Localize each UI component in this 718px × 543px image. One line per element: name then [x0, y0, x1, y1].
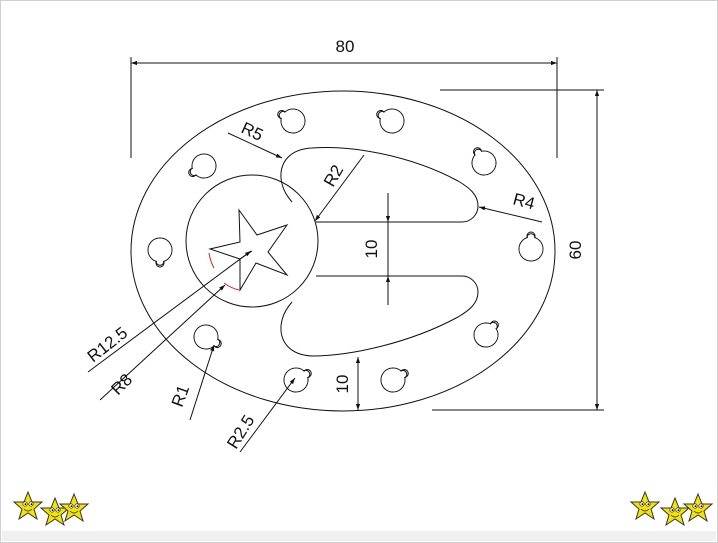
r1-label: R1 [168, 382, 193, 409]
dim-slot-gap-label: 10 [362, 240, 381, 259]
r12-5-leader [87, 250, 252, 373]
dim-rim-label: 10 [333, 375, 352, 394]
hole [376, 360, 415, 397]
hole [182, 149, 221, 186]
dim-rim: 10 [333, 357, 361, 410]
dim-height: 60 [432, 89, 604, 411]
r5-label: R5 [238, 118, 266, 144]
hole [370, 101, 409, 138]
r8-label: R8 [107, 370, 136, 399]
outer-ellipse [130, 90, 556, 412]
dim-width-label: 80 [336, 37, 355, 56]
dim-height-label: 60 [566, 241, 585, 260]
star-cutout [208, 208, 289, 292]
r2-label: R2 [320, 162, 347, 190]
r2-leader [314, 154, 365, 222]
star-stickers-left [13, 491, 89, 526]
hole [464, 141, 501, 180]
r4-label: R4 [511, 190, 537, 214]
hole [271, 101, 310, 138]
r1-leader [189, 344, 215, 421]
r2-5-leader [239, 377, 296, 453]
hole [518, 231, 544, 262]
hub-circle [185, 174, 319, 308]
r8-leader [99, 284, 226, 401]
star-stickers-right [630, 491, 713, 526]
hole [468, 313, 507, 353]
red-arc [223, 282, 240, 291]
dim-slot-gap: 10 [362, 193, 391, 305]
r2-5-label: R2.5 [223, 412, 258, 453]
red-arc [208, 252, 215, 269]
hole [147, 237, 173, 268]
r4-leader [478, 206, 543, 223]
bottom-strip [2, 531, 716, 541]
bolt-holes [147, 101, 544, 397]
lower-slot [280, 275, 479, 357]
dim-width: 80 [130, 37, 558, 158]
upper-slot [280, 147, 479, 223]
hole [189, 320, 228, 357]
r5-leader [227, 132, 283, 159]
